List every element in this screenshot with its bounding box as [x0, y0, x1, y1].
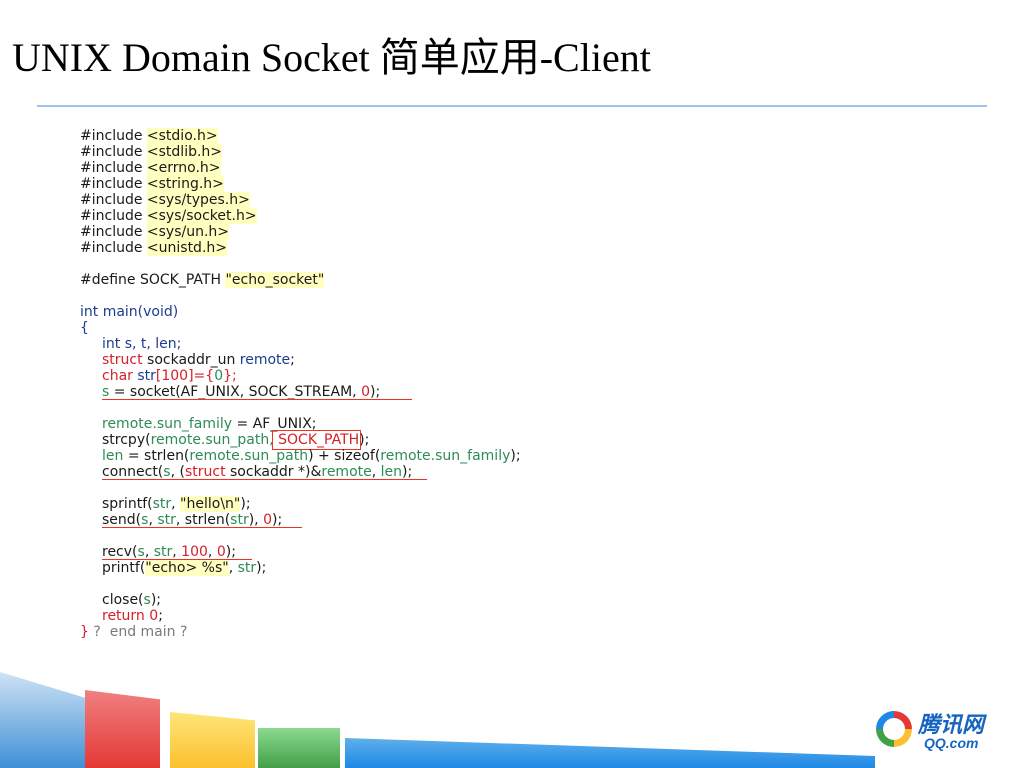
code-line: #include <sys/socket.h>: [80, 208, 257, 224]
logo-chinese-text: 腾讯网: [918, 713, 985, 738]
qq-logo: 腾讯网 QQ.com: [874, 707, 994, 753]
code-blank: [80, 288, 521, 304]
title-divider: [37, 105, 987, 107]
code-blank: [80, 480, 521, 496]
code-line: #include <unistd.h>: [80, 240, 227, 256]
code-line: sprintf(str, "hello\n");: [102, 496, 251, 512]
footer-band-blue: [0, 672, 95, 768]
code-line-recv: recv(s, str, 100, 0);: [80, 544, 521, 560]
underline-mark: [102, 399, 412, 400]
code-line: printf("echo> %s", str);: [102, 560, 267, 576]
underline-mark: [102, 527, 302, 528]
code-line: return 0;: [102, 608, 163, 624]
footer-band-red: [85, 690, 160, 768]
qq-logo-ring-icon: [876, 711, 912, 747]
code-main-signature: int main(void): [80, 304, 179, 320]
code-line: #include <errno.h>: [80, 160, 221, 176]
code-line-strcpy: strcpy(remote.sun_path, SOCK_PATH);: [102, 430, 370, 450]
code-blank: [80, 400, 521, 416]
footer-band-yellow: [170, 712, 255, 768]
code-line-socket: s = socket(AF_UNIX, SOCK_STREAM, 0);: [80, 384, 521, 400]
code-line: len = strlen(remote.sun_path) + sizeof(r…: [102, 448, 521, 464]
underline-mark: [102, 479, 427, 480]
code-line: #include <stdio.h>: [80, 128, 218, 144]
code-line: #include <sys/types.h>: [80, 192, 250, 208]
slide-title: UNIX Domain Socket 简单应用-Client: [12, 35, 651, 80]
code-line: char str[100]={0};: [102, 368, 237, 384]
code-line: struct sockaddr_un remote;: [102, 352, 295, 368]
code-blank: [80, 528, 521, 544]
code-line: int s, t, len;: [102, 336, 182, 352]
code-line-connect: connect(s, (struct sockaddr *)&remote, l…: [80, 464, 521, 480]
code-line: remote.sun_family = AF_UNIX;: [102, 416, 317, 432]
underline-mark: [102, 559, 252, 560]
code-blank: [80, 256, 521, 272]
code-line: #include <sys/un.h>: [80, 224, 230, 240]
code-open-brace: {: [80, 320, 89, 336]
footer-band-green: [258, 728, 340, 768]
code-close-brace: } ? end main ?: [80, 624, 188, 640]
code-define: #define SOCK_PATH "echo_socket": [80, 272, 325, 288]
sock-path-highlight-box: SOCK_PATH: [271, 430, 362, 450]
code-blank: [80, 576, 521, 592]
code-line: close(s);: [102, 592, 162, 608]
footer-band-blue-strip: [345, 738, 875, 768]
code-line: #include <stdlib.h>: [80, 144, 223, 160]
code-listing: #include <stdio.h> #include <stdlib.h> #…: [80, 128, 521, 640]
code-line: #include <string.h>: [80, 176, 224, 192]
logo-english-text: QQ.com: [924, 735, 979, 751]
code-line-send: send(s, str, strlen(str), 0);: [80, 512, 521, 528]
